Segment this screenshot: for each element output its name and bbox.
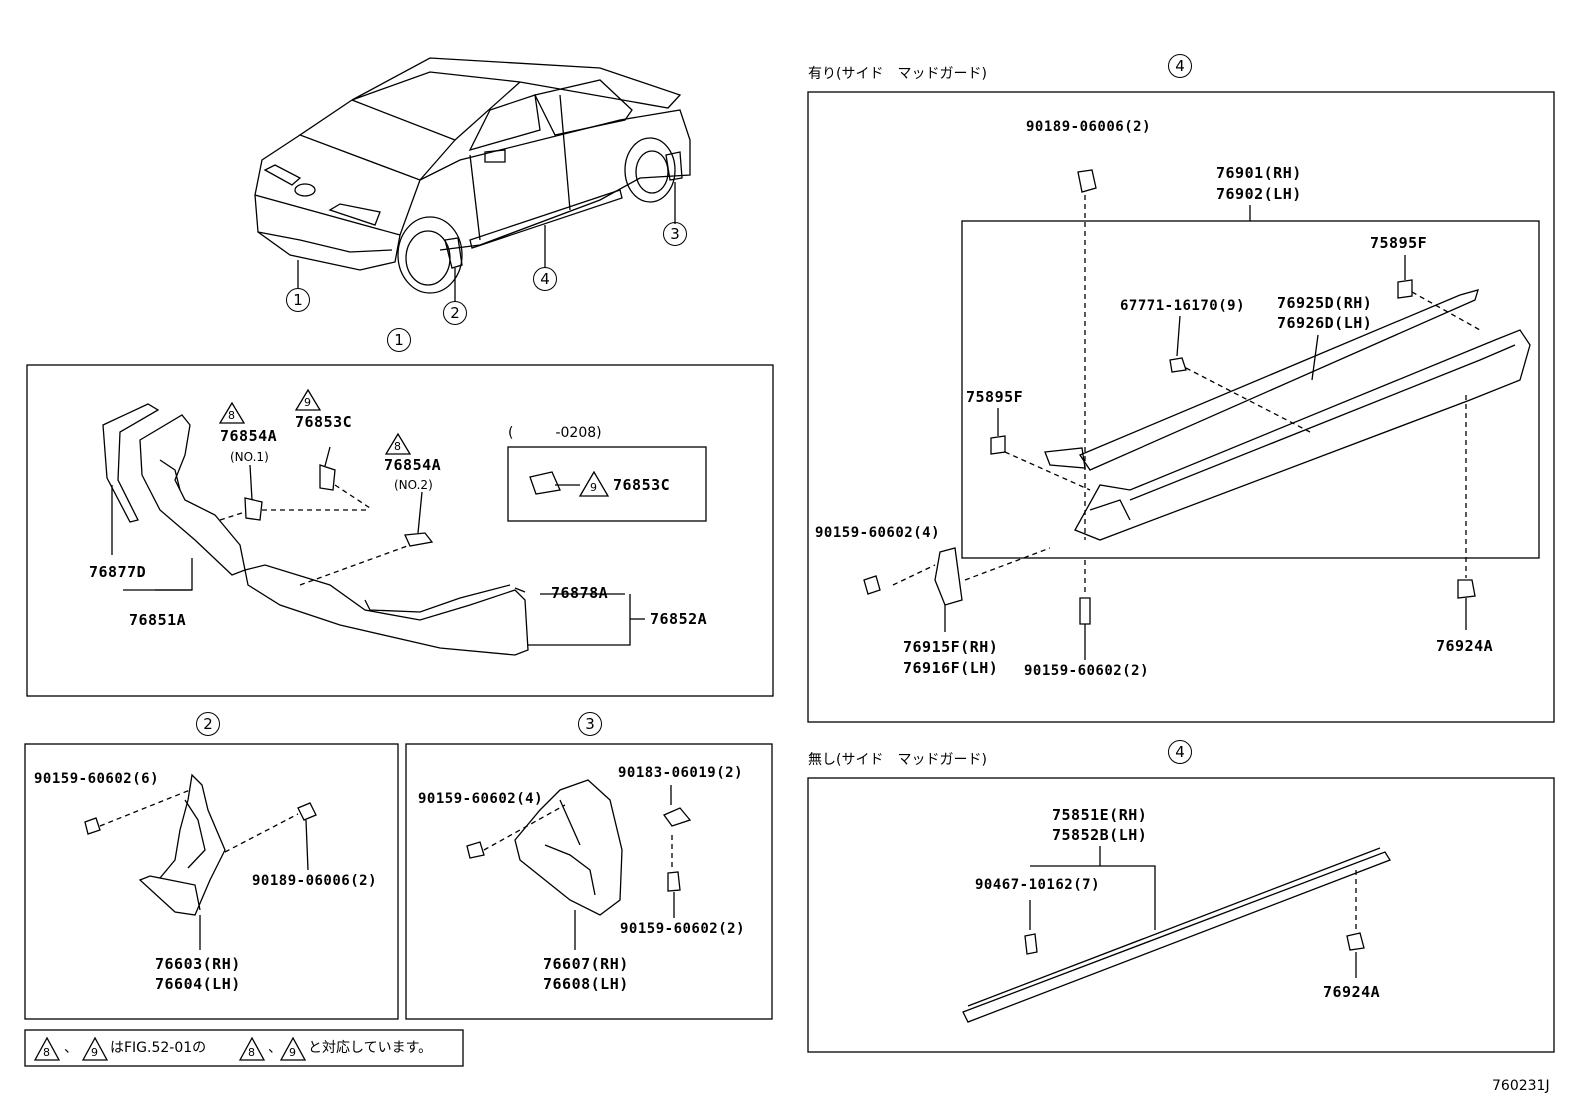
note-tri8b: 8 — [248, 1046, 255, 1059]
note-sep1: 、 — [64, 1040, 78, 1056]
part-90159-60602-2: 90159-60602(2) — [620, 921, 746, 937]
part-76878A: 76878A — [551, 584, 609, 602]
part-76924A-b: 76924A — [1323, 983, 1381, 1001]
note-no1: (NO.1) — [230, 450, 269, 464]
note-text2: と対応しています。 — [308, 1040, 433, 1056]
note-tri9: 9 — [91, 1046, 98, 1059]
triangle-9a-label: 9 — [304, 396, 311, 409]
part-76852A: 76852A — [650, 610, 708, 628]
inset-part-76853C: 76853C — [613, 476, 671, 494]
inset-date-range: ( -0208) — [508, 425, 602, 441]
part-76603-rh: 76603(RH) — [155, 955, 241, 973]
section-1-header: 1 — [387, 328, 411, 352]
part-76902-lh: 76902(LH) — [1216, 185, 1302, 203]
triangle-8a-label: 8 — [228, 409, 235, 422]
part-90159-60602-4: 90159-60602(4) — [418, 791, 544, 807]
part-75895F-left: 75895F — [966, 388, 1024, 406]
section-3-header: 3 — [578, 712, 602, 736]
note-tri9b: 9 — [289, 1046, 296, 1059]
part-90159-60602-4b: 90159-60602(4) — [815, 525, 941, 541]
note-sep2: 、 — [268, 1040, 282, 1056]
figure-id: 760231J — [1492, 1078, 1550, 1094]
car-overview-drawing — [254, 57, 691, 302]
rear-mud-guard-drawing — [466, 779, 692, 950]
triangle-8b-label: 8 — [394, 440, 401, 453]
part-76604-lh: 76604(LH) — [155, 975, 241, 993]
part-76915F-rh: 76915F(RH) — [903, 638, 999, 656]
part-90159-60602-6: 90159-60602(6) — [34, 771, 160, 787]
part-76851A: 76851A — [129, 611, 187, 629]
part-76608-lh: 76608(LH) — [543, 975, 629, 993]
part-76877D: 76877D — [89, 563, 147, 581]
part-76607-rh: 76607(RH) — [543, 955, 629, 973]
callout-3: 3 — [663, 222, 687, 246]
section-2-header: 2 — [196, 712, 220, 736]
note-tri8: 8 — [43, 1046, 50, 1059]
note-text1: はFIG.52-01の — [110, 1040, 207, 1056]
part-76854A-no1: 76854A — [220, 427, 278, 445]
part-67771-16170: 67771-16170(9) — [1120, 298, 1246, 314]
part-90189-06006-2: 90189-06006(2) — [1026, 119, 1152, 135]
note-no2: (NO.2) — [394, 478, 433, 492]
inset-triangle-label: 9 — [590, 481, 597, 494]
part-75852B-lh: 75852B(LH) — [1052, 826, 1148, 844]
front-spoiler-drawing — [102, 403, 645, 656]
callout-1: 1 — [286, 288, 310, 312]
section-4b-header: 4 — [1168, 740, 1192, 764]
callout-2: 2 — [443, 301, 467, 325]
part-76924A-a: 76924A — [1436, 637, 1494, 655]
part-90183-06019: 90183-06019(2) — [618, 765, 744, 781]
part-76854A-no2: 76854A — [384, 456, 442, 474]
part-90467-10162: 90467-10162(7) — [975, 877, 1101, 893]
side-molding-drawing — [962, 846, 1391, 1023]
part-76916F-lh: 76916F(LH) — [903, 659, 999, 677]
part-90159-60602-2b: 90159-60602(2) — [1024, 663, 1150, 679]
part-76925D-rh: 76925D(RH) — [1277, 294, 1373, 312]
part-76901-rh: 76901(RH) — [1216, 164, 1302, 182]
part-75895F-top: 75895F — [1370, 234, 1428, 252]
part-76853C: 76853C — [295, 413, 353, 431]
front-mud-guard-drawing — [84, 773, 317, 950]
section-4b-title: 無し(サイド マッドガード) — [808, 752, 987, 768]
section-4a-header: 4 — [1168, 54, 1192, 78]
part-75851E-rh: 75851E(RH) — [1052, 806, 1148, 824]
section-4a-title: 有り(サイド マッドガード) — [808, 66, 987, 82]
callout-4: 4 — [533, 267, 557, 291]
side-mud-guard-drawing — [863, 169, 1531, 660]
part-76926D-lh: 76926D(LH) — [1277, 314, 1373, 332]
part-90189-06006: 90189-06006(2) — [252, 873, 378, 889]
